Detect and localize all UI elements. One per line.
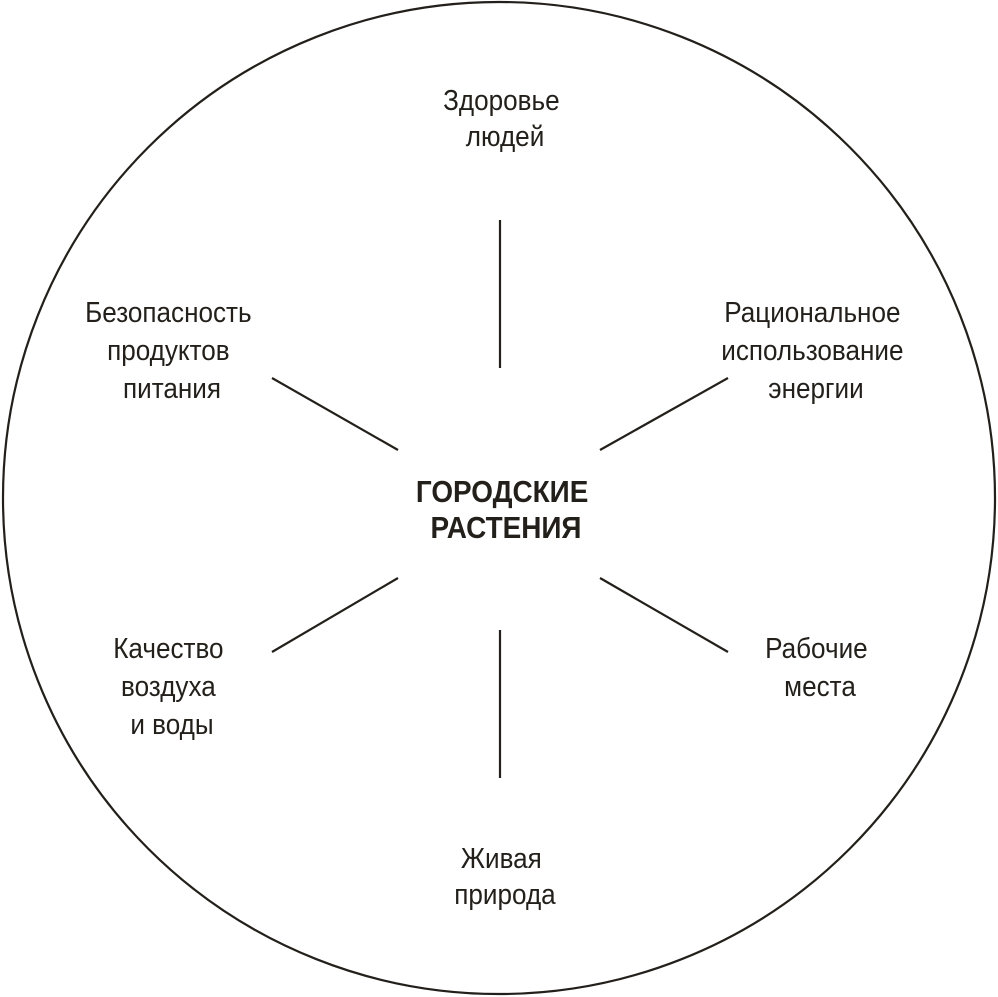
center-label: ГОРОДСКИЕ РАСТЕНИЯ — [416, 475, 596, 546]
connector-air-water — [271, 577, 399, 653]
node-energy: Рациональное использование энергии — [721, 296, 911, 405]
connector-jobs — [599, 577, 729, 653]
connector-energy — [599, 377, 729, 451]
node-wildlife: Живая природа — [454, 842, 556, 911]
node-health: Здоровье людей — [443, 84, 567, 153]
node-food-safety: Безопасность продуктов питания — [85, 296, 259, 405]
node-jobs: Рабочие места — [765, 632, 875, 703]
connector-food-safety — [271, 377, 399, 451]
node-air-water: Качество воздуха и воды — [113, 632, 231, 741]
